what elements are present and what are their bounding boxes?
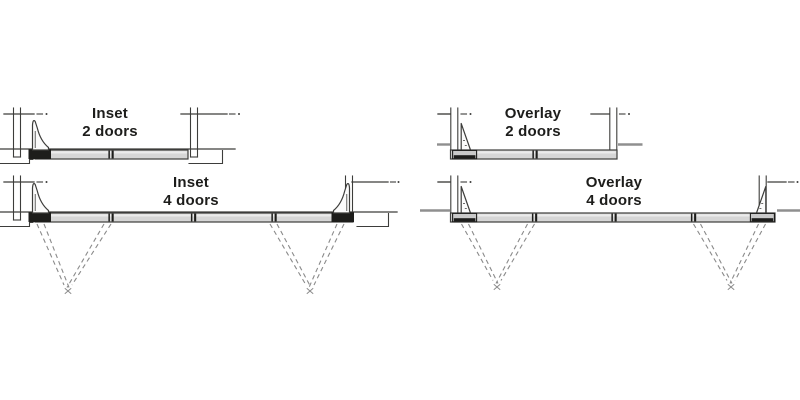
door-joint (108, 150, 114, 159)
break-mark-left (36, 181, 48, 183)
door-joint (690, 213, 697, 222)
diagram-title: Overlay (585, 174, 643, 191)
cabinet-side-panel-left (12, 107, 22, 158)
hinge-arm (460, 185, 472, 214)
door-joint (271, 213, 277, 222)
diagram-inset-2-doors (0, 107, 240, 165)
diagram-overlay-4-doors (420, 175, 800, 291)
mounting-bracket-right (749, 212, 775, 223)
door-swing-path-left (36, 223, 112, 295)
hinge-base (28, 212, 51, 222)
diagram-title: Overlay (504, 105, 562, 122)
break-mark-right (618, 113, 630, 115)
diagram-subtitle: 4 doors (163, 191, 219, 209)
diagram-label-inset-4: Inset 4 doors (111, 174, 271, 209)
bottom-panel-ledge-left (0, 158, 34, 165)
door-joint (190, 213, 197, 222)
cabinet-side-panel-left (12, 175, 22, 221)
hinge-base (331, 212, 354, 222)
diagram-subtitle: 4 doors (586, 191, 642, 209)
hinge-arm (31, 119, 50, 151)
diagram-subtitle: 2 doors (505, 122, 561, 140)
diagram-label-inset-2: Inset 2 doors (30, 105, 190, 140)
hinge-base (28, 149, 51, 159)
break-mark-left (460, 181, 472, 183)
door-swing-path-right (693, 223, 766, 291)
cabinet-side-panel-right (609, 107, 618, 151)
break-mark-left (36, 113, 48, 115)
door-swing-path-left (461, 223, 535, 291)
diagram-label-overlay-4: Overlay 4 doors (534, 174, 694, 209)
mounting-bracket-left (452, 149, 478, 160)
break-mark-right (787, 181, 799, 183)
cabinet-side-panel-left (450, 175, 459, 214)
diagram-label-overlay-2: Overlay 2 doors (453, 105, 613, 140)
diagram-title: Inset (172, 174, 209, 191)
cabinet-side-panel-left (450, 107, 459, 151)
overlay-hinge-icon-left (460, 185, 472, 214)
door-joint (531, 213, 538, 222)
bottom-panel-ledge-right (188, 149, 224, 165)
mounting-bracket-left (452, 212, 478, 223)
hinge-arm (332, 182, 351, 214)
break-mark-right (228, 113, 240, 115)
door-joint (611, 213, 617, 222)
door-meeting-cross-icon (306, 287, 314, 295)
door-panels-highlight (36, 151, 187, 154)
diagram-subtitle: 2 doors (82, 122, 138, 140)
pivot-hinge-icon-left (28, 182, 51, 222)
bottom-panel-ledge-right (356, 212, 390, 228)
hinge-arm (755, 185, 767, 214)
door-meeting-cross-icon (493, 283, 501, 291)
door-joint (532, 150, 538, 159)
door-meeting-cross-icon (64, 287, 72, 295)
pivot-hinge-icon-right (331, 182, 354, 222)
door-joint (108, 213, 114, 222)
diagram-title: Inset (91, 105, 128, 122)
diagram-inset-4-doors (0, 175, 400, 295)
door-panels-highlight (36, 214, 352, 217)
break-mark-right (389, 181, 400, 183)
overlay-hinge-icon-right (755, 185, 767, 214)
hinge-arm (31, 182, 50, 214)
break-mark-left (460, 113, 472, 115)
door-meeting-cross-icon (727, 283, 735, 291)
cabinet-side-panel-right (189, 107, 199, 158)
pivot-hinge-icon-left (28, 119, 51, 159)
bottom-panel-ledge-left (0, 221, 34, 228)
door-swing-path-right (269, 223, 345, 295)
diagram-overlay-2-doors (437, 107, 643, 160)
